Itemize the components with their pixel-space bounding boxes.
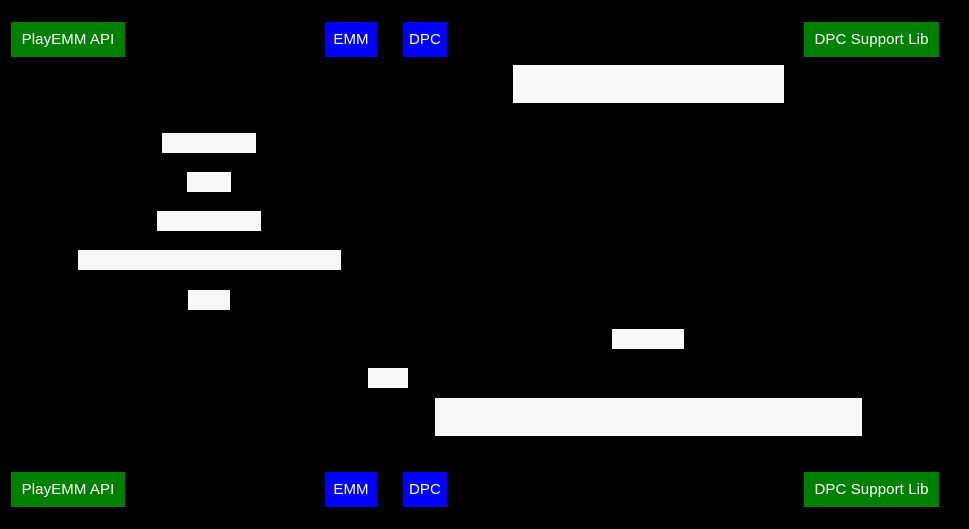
message-line-1: token [190, 330, 228, 347]
lifeline-dpc [424, 56, 425, 480]
message-line-2: .addAndroidForWorkAccount(token, account… [448, 495, 849, 512]
participant-label: EMM [333, 481, 369, 498]
message-line-1: androidForWorkAccountSupport [541, 438, 756, 455]
arrow-users-insert [67, 160, 350, 161]
participant-bottom-dpc-support-lib[interactable]: DPC Support Lib [804, 472, 939, 507]
participant-bottom-dpc[interactable]: DPC [403, 472, 447, 507]
message-label-token-1: token [188, 290, 230, 347]
participant-label: DPC Support Lib [814, 481, 929, 498]
message-label-token-2: token [368, 368, 408, 425]
lifeline-playemm-api [67, 56, 68, 480]
message-label-user-id: userID [187, 172, 233, 229]
participant-top-dpc[interactable]: DPC [403, 22, 447, 57]
participant-label: DPC [409, 481, 441, 498]
message-line-1: androidForWorkAccountSupport [541, 105, 756, 122]
arrow-callback [424, 356, 871, 357]
participant-label: EMM [333, 31, 369, 48]
participant-label: PlayEMM API [21, 481, 115, 498]
lifeline-emm [350, 56, 351, 480]
arrow-token-2 [350, 395, 424, 396]
message-line-1: callback() [615, 369, 681, 386]
participant-top-emm[interactable]: EMM [325, 22, 377, 57]
arrow-users-generate-authentication-token [67, 277, 350, 278]
participant-label: DPC [409, 31, 441, 48]
arrow-user-id [67, 199, 350, 200]
message-line-1: token [370, 408, 407, 425]
message-label-ensure-working-environment: androidForWorkAccountSupport .ensureWork… [513, 65, 784, 179]
arrow-token-1 [67, 317, 350, 318]
participant-label: PlayEMM API [21, 31, 115, 48]
message-label-users-generate-authentication-token: users.generateAuthenticationToken() [78, 250, 341, 307]
participant-top-playemm-api[interactable]: PlayEMM API [11, 22, 125, 57]
participant-top-dpc-support-lib[interactable]: DPC Support Lib [804, 22, 939, 57]
message-label-callback: callback() [612, 329, 684, 386]
message-label-users-insert: users.insert() [162, 133, 256, 190]
message-label-add-android-for-work-account: androidForWorkAccountSupport .addAndroid… [435, 398, 862, 512]
participant-label: DPC Support Lib [814, 31, 929, 48]
message-label-users-update: users.update() [157, 211, 261, 268]
message-line-2: .ensureWorkingEnvironment(callback) [521, 162, 776, 179]
lifeline-dpc-support-lib [871, 56, 872, 480]
participant-bottom-emm[interactable]: EMM [325, 472, 377, 507]
arrow-users-update [67, 238, 350, 239]
participant-bottom-playemm-api[interactable]: PlayEMM API [11, 472, 125, 507]
